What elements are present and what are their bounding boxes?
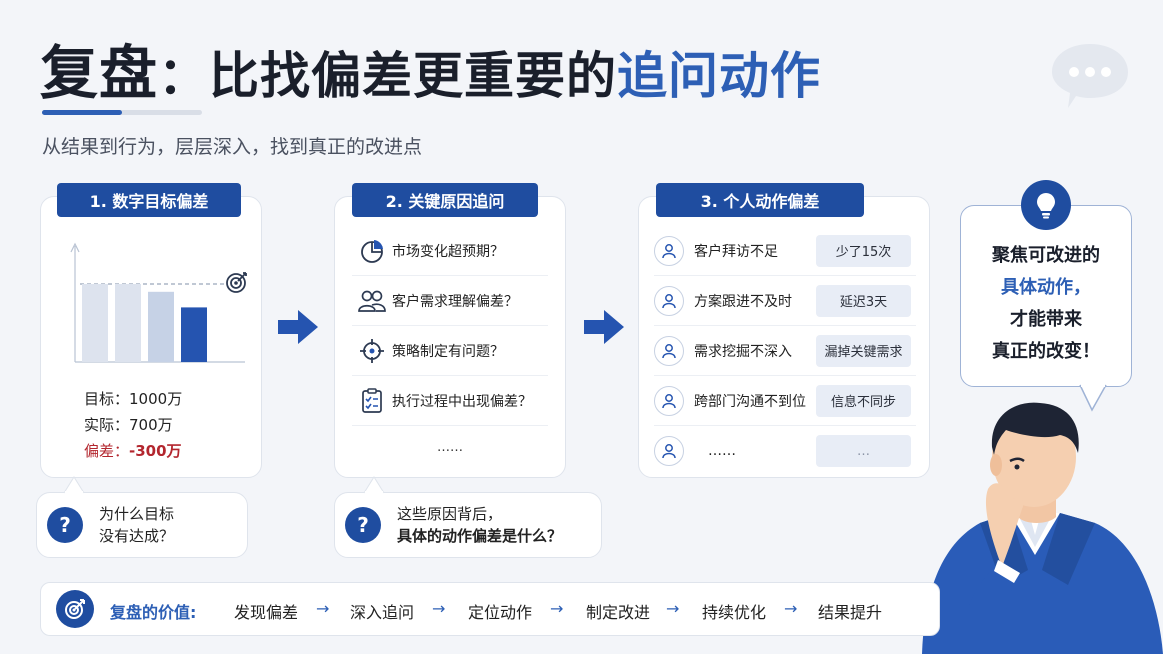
chat-bubble-icon	[1052, 44, 1128, 108]
action-badge: …	[816, 435, 911, 467]
list-item: 执行过程中出现偏差？	[352, 376, 548, 426]
reason-text: 执行过程中出现偏差？	[392, 393, 532, 410]
subtitle: 从结果到行为，层层深入，找到真正的改进点	[42, 136, 423, 158]
deviation-stats: 目标：1000万 实际：700万 偏差：-300万	[84, 386, 182, 464]
target-label: 目标：	[84, 390, 130, 408]
focus-line: 才能带来	[1010, 309, 1082, 330]
question-line: 为什么目标	[99, 505, 175, 523]
question-icon: ?	[47, 507, 83, 543]
question-bubble-2: ? 这些原因背后， 具体的动作偏差是什么？	[334, 492, 602, 558]
focus-line: 聚焦可改进的	[992, 245, 1100, 266]
reason-text: 市场变化超预期？	[392, 243, 504, 260]
focus-callout	[960, 205, 1132, 387]
title-underline	[42, 110, 202, 115]
person-icon	[654, 436, 684, 466]
process-step: 持续优化	[702, 603, 767, 622]
action-text: 客户拜访不足	[694, 243, 778, 260]
deviation-value: -300万	[129, 442, 182, 460]
list-item: 客户需求理解偏差？	[352, 276, 548, 326]
focus-line: 具体动作，	[1001, 277, 1091, 298]
question-line: 具体的动作偏差是什么？	[397, 527, 563, 545]
deviation-label: 偏差：	[84, 442, 130, 460]
person-icon	[654, 385, 684, 416]
action-text: 跨部门沟通不到位	[694, 393, 806, 410]
action-badge: 漏掉关键需求	[816, 334, 911, 367]
title-part-a: 复盘	[40, 39, 159, 107]
process-step: 深入追问	[350, 603, 415, 622]
question-line: 这些原因背后，	[397, 505, 503, 523]
checklist-icon	[362, 387, 382, 413]
question-icon: ?	[345, 507, 381, 543]
person-icon	[654, 235, 684, 266]
users-icon	[358, 290, 386, 312]
arrow-right-icon	[278, 310, 318, 344]
value-process-bar	[40, 582, 940, 636]
arrow-right-icon: →	[550, 599, 564, 618]
value-label: 复盘的价值:	[110, 603, 197, 622]
arrow-right-icon: →	[666, 599, 680, 618]
person-icon	[654, 335, 684, 366]
page-title: 复盘：比找偏差更重要的追问动作	[40, 26, 821, 110]
deviation-bar-chart	[70, 242, 247, 363]
focus-message: 聚焦可改进的 具体动作， 才能带来 真正的改变！	[960, 240, 1132, 368]
person-icon	[654, 285, 684, 316]
target-icon	[56, 590, 94, 628]
list-item: 策略制定有问题？	[352, 326, 548, 376]
process-step: 结果提升	[818, 603, 883, 622]
action-badge: 信息不同步	[816, 384, 911, 417]
question-bubble-1: ? 为什么目标 没有达成？	[36, 492, 248, 558]
chart-bar-0	[82, 284, 108, 362]
pie-chart-icon	[361, 239, 383, 263]
card3-tag: 3. 个人动作偏差	[656, 183, 864, 217]
lightbulb-icon	[1021, 180, 1071, 230]
question-line: 没有达成？	[99, 527, 175, 545]
card1-tag: 1. 数字目标偏差	[57, 183, 241, 217]
list-item: 需求挖掘不深入 漏掉关键需求	[654, 326, 916, 376]
chart-bar-2	[148, 291, 174, 362]
list-item: 跨部门沟通不到位 信息不同步	[654, 376, 916, 426]
card2-tag: 2. 关键原因追问	[352, 183, 538, 217]
list-item: …… …	[654, 426, 916, 476]
chart-bar-3	[181, 307, 207, 362]
callout-tail	[1079, 384, 1107, 412]
title-part-c: 追问动作	[617, 47, 822, 105]
thinking-person-illustration	[922, 402, 1163, 654]
actual-value: 700万	[129, 416, 173, 434]
reason-text: 策略制定有问题？	[392, 343, 504, 360]
bubble-tail	[363, 476, 385, 494]
process-step: 发现偏差	[234, 603, 299, 622]
arrow-right-icon: →	[784, 599, 798, 618]
chart-bar-1	[115, 284, 141, 362]
action-badge: 延迟3天	[816, 284, 911, 317]
list-item: 方案跟进不及时 延迟3天	[654, 276, 916, 326]
arrow-right-icon	[584, 310, 624, 344]
arrow-right-icon: →	[316, 599, 330, 618]
title-part-b: ：比找偏差更重要的	[158, 47, 618, 105]
process-step: 制定改进	[586, 603, 651, 622]
reason-text: 客户需求理解偏差？	[392, 293, 518, 310]
target-icon	[226, 272, 247, 293]
bubble-tail	[63, 476, 85, 494]
focus-line: 真正的改变！	[992, 341, 1100, 362]
action-badge: 少了15次	[816, 234, 911, 267]
target-value: 1000万	[129, 390, 183, 408]
actual-label: 实际：	[84, 416, 130, 434]
more-ellipsis: ……	[437, 440, 463, 455]
list-item: 市场变化超预期？	[352, 226, 548, 276]
action-text: 需求挖掘不深入	[694, 343, 792, 360]
crosshair-icon	[360, 338, 384, 363]
process-step: 定位动作	[468, 603, 533, 622]
arrow-right-icon: →	[432, 599, 446, 618]
list-item: 客户拜访不足 少了15次	[654, 226, 916, 276]
action-text: ……	[708, 443, 736, 459]
action-text: 方案跟进不及时	[694, 293, 792, 310]
